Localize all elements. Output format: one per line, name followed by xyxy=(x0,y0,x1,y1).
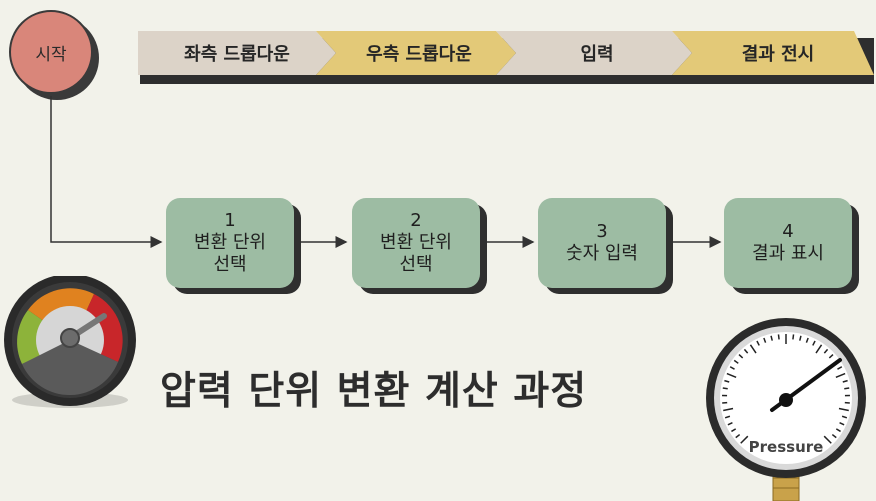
gauge-tick xyxy=(770,335,773,341)
step-2-box: 2 변환 단위 선택 xyxy=(352,198,480,288)
gauge-tick xyxy=(837,366,843,370)
gauge-tick xyxy=(812,340,816,346)
gauge-tick xyxy=(727,422,733,426)
gauge-tick xyxy=(756,340,760,346)
step-text: 선택 xyxy=(213,254,247,275)
phase-right-dropdown: 우측 드롭다운 xyxy=(316,31,516,75)
start-connector xyxy=(50,96,163,248)
gauge-tick xyxy=(738,354,744,359)
gauge-tick xyxy=(724,415,731,419)
phase-label: 결과 전시 xyxy=(741,44,815,65)
step-number: 3 xyxy=(596,221,608,242)
gauge-tick xyxy=(835,372,846,379)
phase-left-dropdown: 좌측 드롭다운 xyxy=(138,31,336,75)
gauge-tick xyxy=(828,354,834,359)
diagram-title: 압력 단위 변환 계산 과정 xyxy=(160,369,588,414)
gauge-tick xyxy=(777,334,780,340)
gauge-tick xyxy=(733,359,739,364)
pressure-gauge-icon: Pressure xyxy=(706,318,866,501)
step-text: 숫자 입력 xyxy=(566,243,638,264)
gauge-tick xyxy=(841,415,848,419)
gauge-tick xyxy=(722,387,728,390)
phase-label: 우측 드롭다운 xyxy=(366,44,472,65)
speedometer-icon xyxy=(4,276,136,408)
gauge-tick xyxy=(831,433,837,439)
gauge-tick xyxy=(838,407,849,412)
gauge-tick xyxy=(726,372,737,379)
step-text: 결과 표시 xyxy=(752,243,824,264)
gauge-tick xyxy=(805,337,809,343)
gauge-tick xyxy=(724,379,730,383)
gauge-label: Pressure xyxy=(749,438,824,456)
step-3-box: 3 숫자 입력 xyxy=(538,198,666,288)
step-1-box: 1 변환 단위 선택 xyxy=(166,198,294,288)
start-label: 시작 xyxy=(35,44,67,65)
step-text: 변환 단위 xyxy=(380,232,452,253)
gauge-tick xyxy=(740,435,749,444)
step-number: 1 xyxy=(224,210,236,231)
gauge-tick xyxy=(743,348,749,354)
gauge-tick xyxy=(731,428,737,433)
step-text: 변환 단위 xyxy=(194,232,266,253)
gauge-tick xyxy=(815,344,823,354)
gauge-tick xyxy=(844,387,850,390)
phase-label: 입력 xyxy=(580,44,614,65)
step-number: 4 xyxy=(782,221,794,242)
gauge-tick xyxy=(835,428,841,433)
step-text: 선택 xyxy=(399,254,433,275)
step-number: 2 xyxy=(410,210,422,231)
phase-label: 좌측 드롭다운 xyxy=(184,44,290,65)
gauge-tick xyxy=(763,337,767,343)
step-4-box: 4 결과 표시 xyxy=(724,198,852,288)
gauge-tick xyxy=(823,348,829,354)
gauge-tick xyxy=(839,422,845,426)
phase-result-display: 결과 전시 xyxy=(672,31,874,75)
gauge-tick xyxy=(735,433,741,439)
gauge-tick xyxy=(842,379,848,383)
gauge-tick xyxy=(729,366,735,370)
gauge-tick xyxy=(749,344,757,354)
start-node: 시작 xyxy=(9,10,93,94)
gauge-tick xyxy=(799,335,802,341)
phase-input: 입력 xyxy=(496,31,692,75)
gauge-tick xyxy=(823,435,832,444)
gauge-tick xyxy=(792,334,795,340)
gauge-tick xyxy=(723,407,734,412)
